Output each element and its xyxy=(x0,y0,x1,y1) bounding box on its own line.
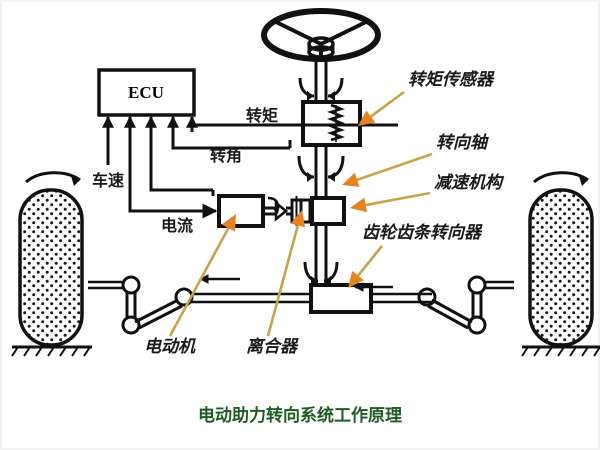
wire-current xyxy=(128,132,218,219)
ecu-label: ECU xyxy=(128,83,164,102)
motor-shaft-rotation xyxy=(267,196,280,214)
callout-label-rack-and-pinion: 齿轮齿条转向器 xyxy=(362,223,483,243)
callout-label-torque-sensor: 转矩传感器 xyxy=(408,70,495,90)
callout-label-steering-shaft: 转向轴 xyxy=(436,133,489,153)
callout-arrow-head xyxy=(342,172,360,187)
callout-leader-line xyxy=(355,245,384,279)
steering-wheel xyxy=(261,8,381,62)
callout-torque-sensor: 转矩传感器 xyxy=(358,70,495,126)
callout-label-clutch: 离合器 xyxy=(246,337,299,357)
callout-label-reduction-gear: 减速机构 xyxy=(434,173,505,193)
ecu-pins xyxy=(102,115,198,132)
callout-arrow-head xyxy=(348,270,364,288)
callout-motor: 电动机 xyxy=(144,214,236,357)
motor-drive-line xyxy=(217,194,312,228)
label-vehicle-speed: 车速 xyxy=(92,171,124,190)
callout-steering-shaft: 转向轴 xyxy=(342,133,489,187)
callout-arrow-head xyxy=(358,110,376,126)
callout-leader-line xyxy=(353,152,433,182)
steering-column-rotation-upper xyxy=(298,77,344,101)
callout-reduction-gear: 减速机构 xyxy=(350,173,505,213)
callout-leader-line xyxy=(367,90,405,120)
left-wheel xyxy=(18,188,84,347)
callout-rack-and-pinion: 齿轮齿条转向器 xyxy=(348,223,483,288)
reduction-gear-box xyxy=(310,196,346,226)
right-wheel-rotation xyxy=(533,171,589,186)
right-wheel xyxy=(528,188,594,347)
label-steering-angle: 转角 xyxy=(210,146,242,165)
pinion-rotation xyxy=(303,261,339,286)
wire-steering-angle xyxy=(171,132,292,150)
wire-feedback xyxy=(149,132,215,196)
callout-clutch: 离合器 xyxy=(246,210,306,357)
callout-leader-line xyxy=(168,224,231,337)
ground-hatch-left xyxy=(11,345,92,357)
wire-torque xyxy=(190,123,398,132)
callout-arrow-head xyxy=(221,214,236,232)
callout-leader-line xyxy=(266,222,300,337)
label-torque: 转矩 xyxy=(246,106,278,125)
callout-arrow-head xyxy=(290,210,306,228)
callout-label-motor: 电动机 xyxy=(144,337,196,357)
callout-leader-line xyxy=(362,191,431,207)
rack-housing xyxy=(309,283,373,314)
ecu-box: ECU xyxy=(97,68,196,117)
figure-caption: 电动助力转向系统工作原理 xyxy=(198,405,402,426)
motor-box xyxy=(217,194,265,228)
right-tie-rod xyxy=(371,275,514,335)
label-current: 电流 xyxy=(161,216,193,235)
left-wheel-rotation xyxy=(25,171,81,186)
left-tie-rod xyxy=(88,275,311,335)
steering-column-rotation-lower xyxy=(297,155,345,182)
ground-hatch-right xyxy=(521,345,600,357)
callout-arrow-head xyxy=(350,197,368,213)
steering-column xyxy=(314,56,328,285)
